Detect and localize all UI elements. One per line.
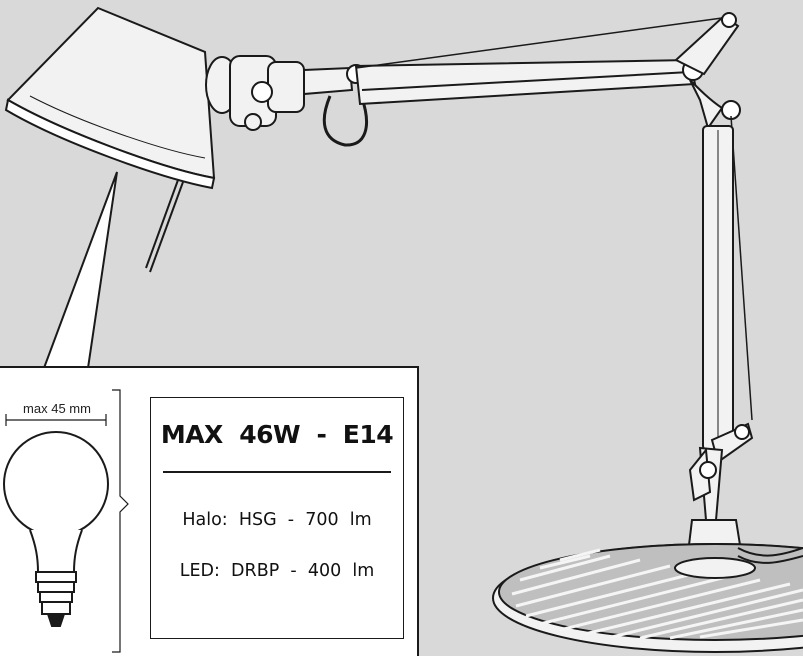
max-wattage-title: MAX 46W - E14: [160, 420, 394, 449]
halo-spec-line: Halo: HSG - 700 lm: [182, 510, 372, 530]
bulb-icon: [3, 431, 109, 627]
lower-arm: [688, 125, 754, 521]
callout-pointer: [42, 171, 118, 369]
switch-rod: [145, 179, 184, 273]
bulb-bracket: [112, 389, 129, 653]
spec-box: MAX 46W - E14 Halo: HSG - 700 lm LED: DR…: [150, 397, 404, 639]
max-diameter-label: max 45 mm: [23, 401, 91, 416]
head-joint: [205, 55, 368, 147]
led-spec-line: LED: DRBP - 400 lm: [179, 561, 375, 581]
lamp-base: [492, 519, 803, 653]
bulb-diagram: [3, 389, 129, 653]
elbow-joint: [674, 12, 753, 421]
lamp-shade: [4, 6, 216, 190]
spec-divider: [163, 471, 391, 473]
dimension-line: [5, 414, 107, 426]
upper-arm: [354, 17, 723, 106]
